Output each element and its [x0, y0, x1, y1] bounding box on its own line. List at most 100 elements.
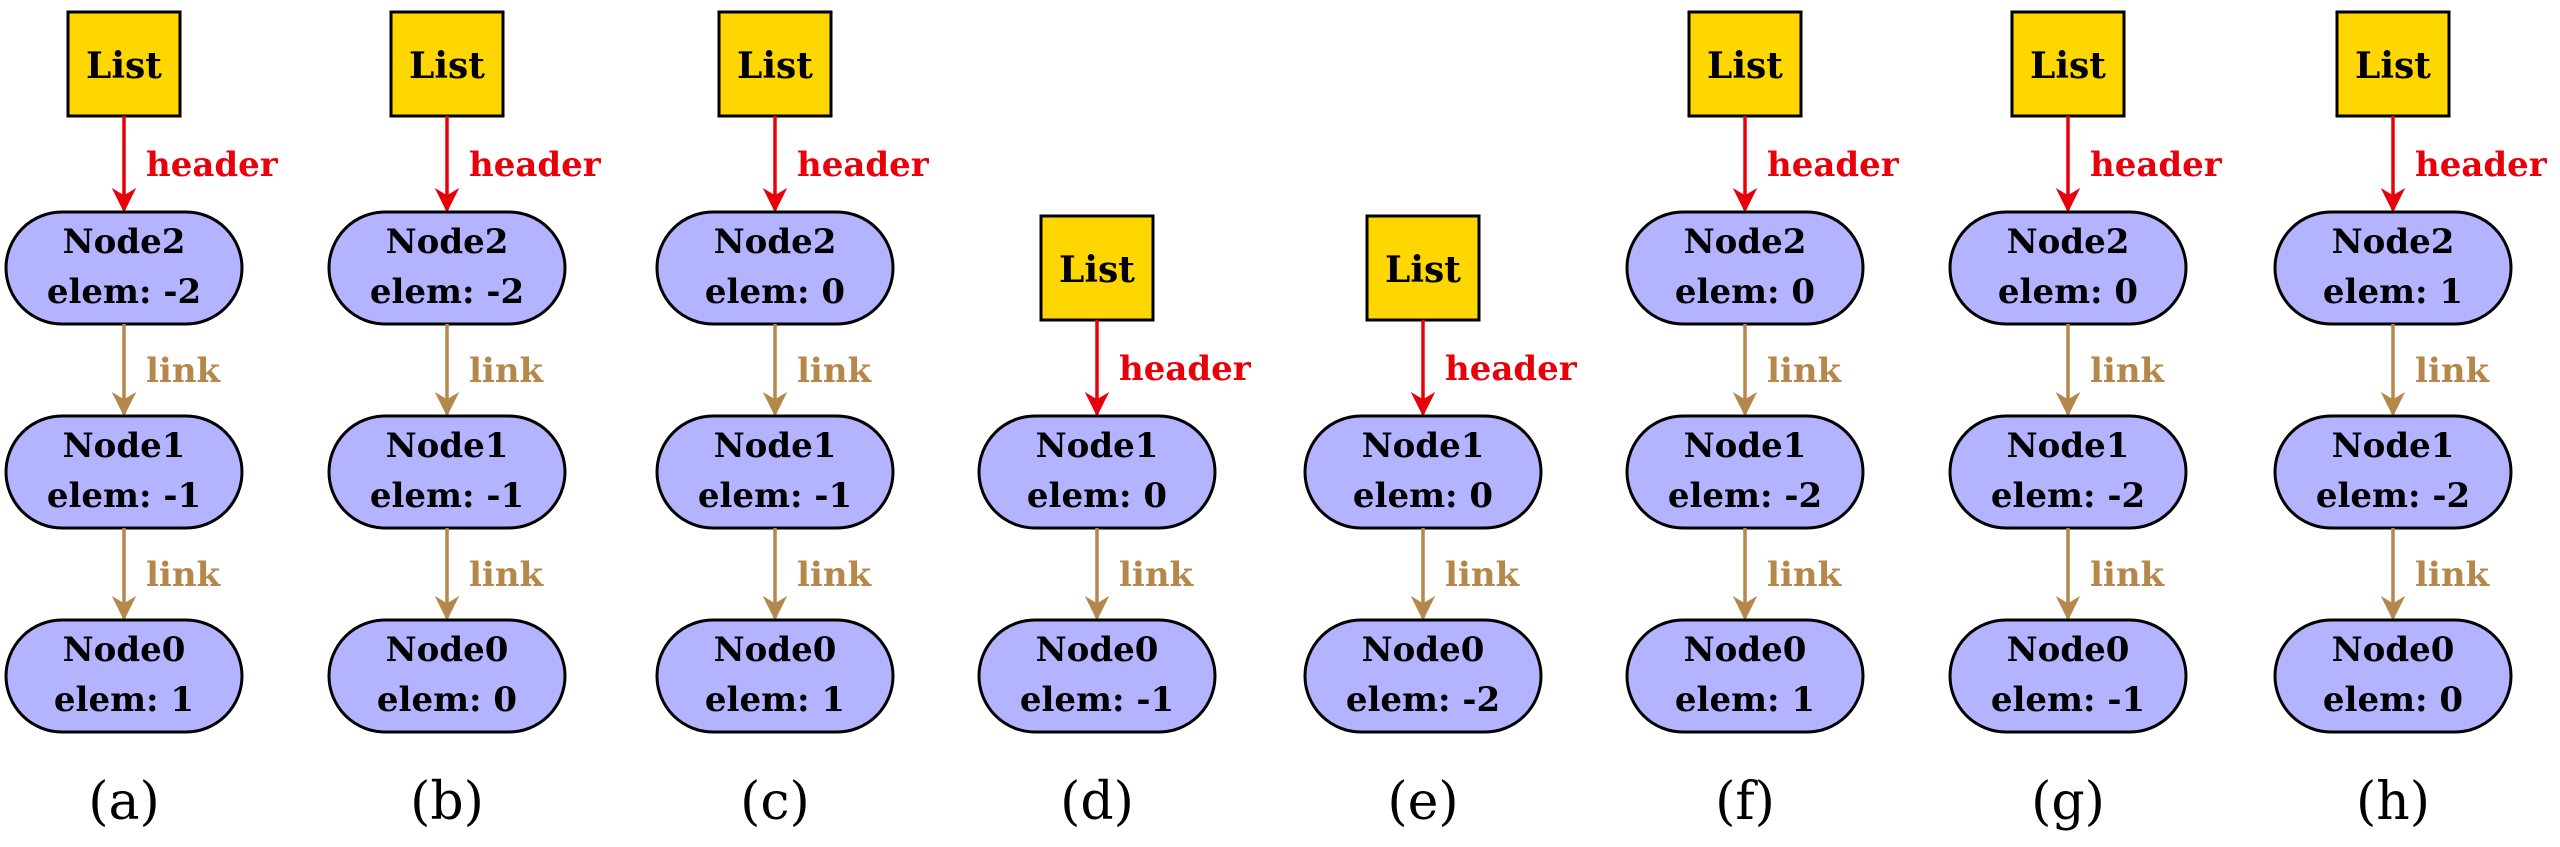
- header-label: header: [1767, 145, 1900, 185]
- list-label: List: [86, 45, 162, 87]
- node-name: Node2: [1684, 222, 1807, 262]
- link-label: link: [2415, 555, 2491, 595]
- link-label: link: [469, 351, 545, 391]
- list-box: [1365, 214, 1481, 322]
- node-box: [1303, 618, 1543, 734]
- subfigure-label: (f): [1715, 772, 1775, 832]
- node-name: Node2: [386, 222, 509, 262]
- node-elem: elem: 0: [377, 680, 517, 720]
- list-box: [66, 10, 182, 118]
- node-elem: elem: 1: [705, 680, 845, 720]
- node-elem: elem: 0: [1675, 272, 1815, 312]
- node-elem: elem: -2: [47, 272, 201, 312]
- node-elem: elem: -1: [47, 476, 201, 516]
- node-elem: elem: -1: [1020, 680, 1174, 720]
- node-elem: elem: -1: [698, 476, 852, 516]
- subfigure-label: (a): [88, 772, 160, 832]
- node-name: Node1: [1684, 426, 1807, 466]
- list-label: List: [2355, 45, 2431, 87]
- list-label: List: [1707, 45, 1783, 87]
- header-label: header: [797, 145, 930, 185]
- node-name: Node2: [2007, 222, 2130, 262]
- list-box: [1687, 10, 1803, 118]
- list-label: List: [737, 45, 813, 87]
- header-label: header: [146, 145, 279, 185]
- node-elem: elem: 0: [1027, 476, 1167, 516]
- list-box: [2010, 10, 2126, 118]
- link-label: link: [2090, 351, 2166, 391]
- header-label: header: [2415, 145, 2548, 185]
- node-elem: elem: 0: [1998, 272, 2138, 312]
- node-box: [1948, 618, 2188, 734]
- node-box: [655, 618, 895, 734]
- list-box: [2335, 10, 2451, 118]
- subfigure-label: (h): [2356, 772, 2430, 832]
- subfigure-label: (e): [1387, 772, 1458, 832]
- node-elem: elem: 1: [1675, 680, 1815, 720]
- link-label: link: [797, 351, 873, 391]
- node-elem: elem: -1: [1991, 680, 2145, 720]
- node-elem: elem: -2: [370, 272, 524, 312]
- node-name: Node0: [386, 630, 509, 670]
- list-label: List: [2030, 45, 2106, 87]
- node-elem: elem: -1: [370, 476, 524, 516]
- node-name: Node2: [63, 222, 186, 262]
- node-name: Node1: [386, 426, 509, 466]
- node-elem: elem: -2: [1346, 680, 1500, 720]
- subfigure-label: (c): [740, 772, 810, 832]
- link-label: link: [1119, 555, 1195, 595]
- list-box: [717, 10, 833, 118]
- subfigure-label: (d): [1060, 772, 1134, 832]
- node-elem: elem: 0: [2323, 680, 2463, 720]
- link-label: link: [1445, 555, 1521, 595]
- link-label: link: [2090, 555, 2166, 595]
- node-name: Node0: [714, 630, 837, 670]
- node-box: [1625, 618, 1865, 734]
- header-label: header: [469, 145, 602, 185]
- node-elem: elem: -2: [1991, 476, 2145, 516]
- list-box: [389, 10, 505, 118]
- header-label: header: [2090, 145, 2223, 185]
- node-name: Node0: [1362, 630, 1485, 670]
- node-name: Node0: [1684, 630, 1807, 670]
- link-label: link: [1767, 351, 1843, 391]
- subfigure-label: (g): [2031, 772, 2105, 832]
- node-name: Node1: [1362, 426, 1485, 466]
- node-name: Node1: [63, 426, 186, 466]
- list-label: List: [1059, 249, 1135, 291]
- link-label: link: [797, 555, 873, 595]
- list-box: [1039, 214, 1155, 322]
- node-elem: elem: 1: [54, 680, 194, 720]
- node-name: Node1: [2332, 426, 2455, 466]
- node-box: [4, 618, 244, 734]
- node-elem: elem: -2: [2316, 476, 2470, 516]
- link-label: link: [146, 351, 222, 391]
- node-elem: elem: 0: [705, 272, 845, 312]
- link-label: link: [146, 555, 222, 595]
- node-elem: elem: 0: [1353, 476, 1493, 516]
- list-label: List: [409, 45, 485, 87]
- header-label: header: [1119, 349, 1252, 389]
- link-label: link: [2415, 351, 2491, 391]
- node-name: Node0: [2332, 630, 2455, 670]
- link-label: link: [1767, 555, 1843, 595]
- subfigure-label: (b): [410, 772, 484, 832]
- node-box: [327, 618, 567, 734]
- node-name: Node1: [1036, 426, 1159, 466]
- node-box: [2273, 618, 2513, 734]
- header-label: header: [1445, 349, 1578, 389]
- list-label: List: [1385, 249, 1461, 291]
- node-elem: elem: -2: [1668, 476, 1822, 516]
- node-name: Node0: [63, 630, 186, 670]
- node-name: Node0: [1036, 630, 1159, 670]
- node-name: Node0: [2007, 630, 2130, 670]
